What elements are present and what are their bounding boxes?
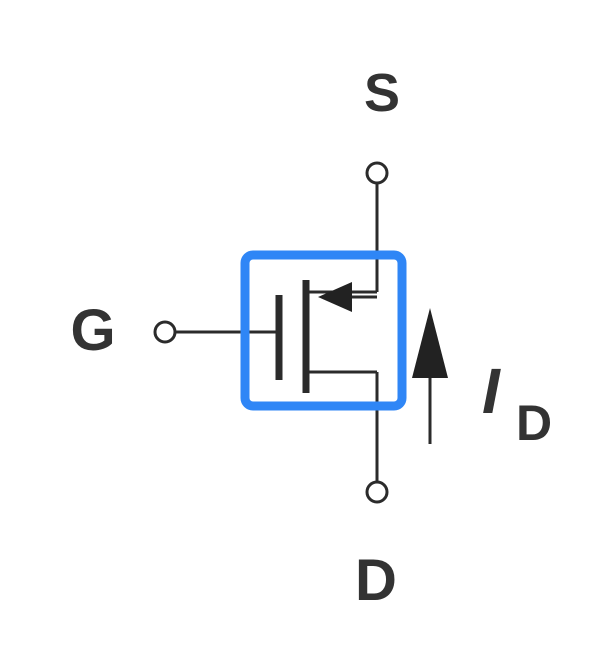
drain-label: D xyxy=(355,548,397,613)
current-label: I xyxy=(482,355,501,427)
current-arrow-head-icon xyxy=(412,308,448,378)
highlight-box xyxy=(240,250,407,411)
gate-terminal xyxy=(153,320,177,344)
body-arrow-icon xyxy=(318,282,352,312)
source-terminal xyxy=(365,161,389,185)
drain-terminal xyxy=(365,480,389,504)
source-label: S xyxy=(364,63,400,123)
gate-label: G xyxy=(70,298,115,363)
current-label-main: I xyxy=(482,355,501,427)
current-label-subscript: D xyxy=(516,395,552,451)
